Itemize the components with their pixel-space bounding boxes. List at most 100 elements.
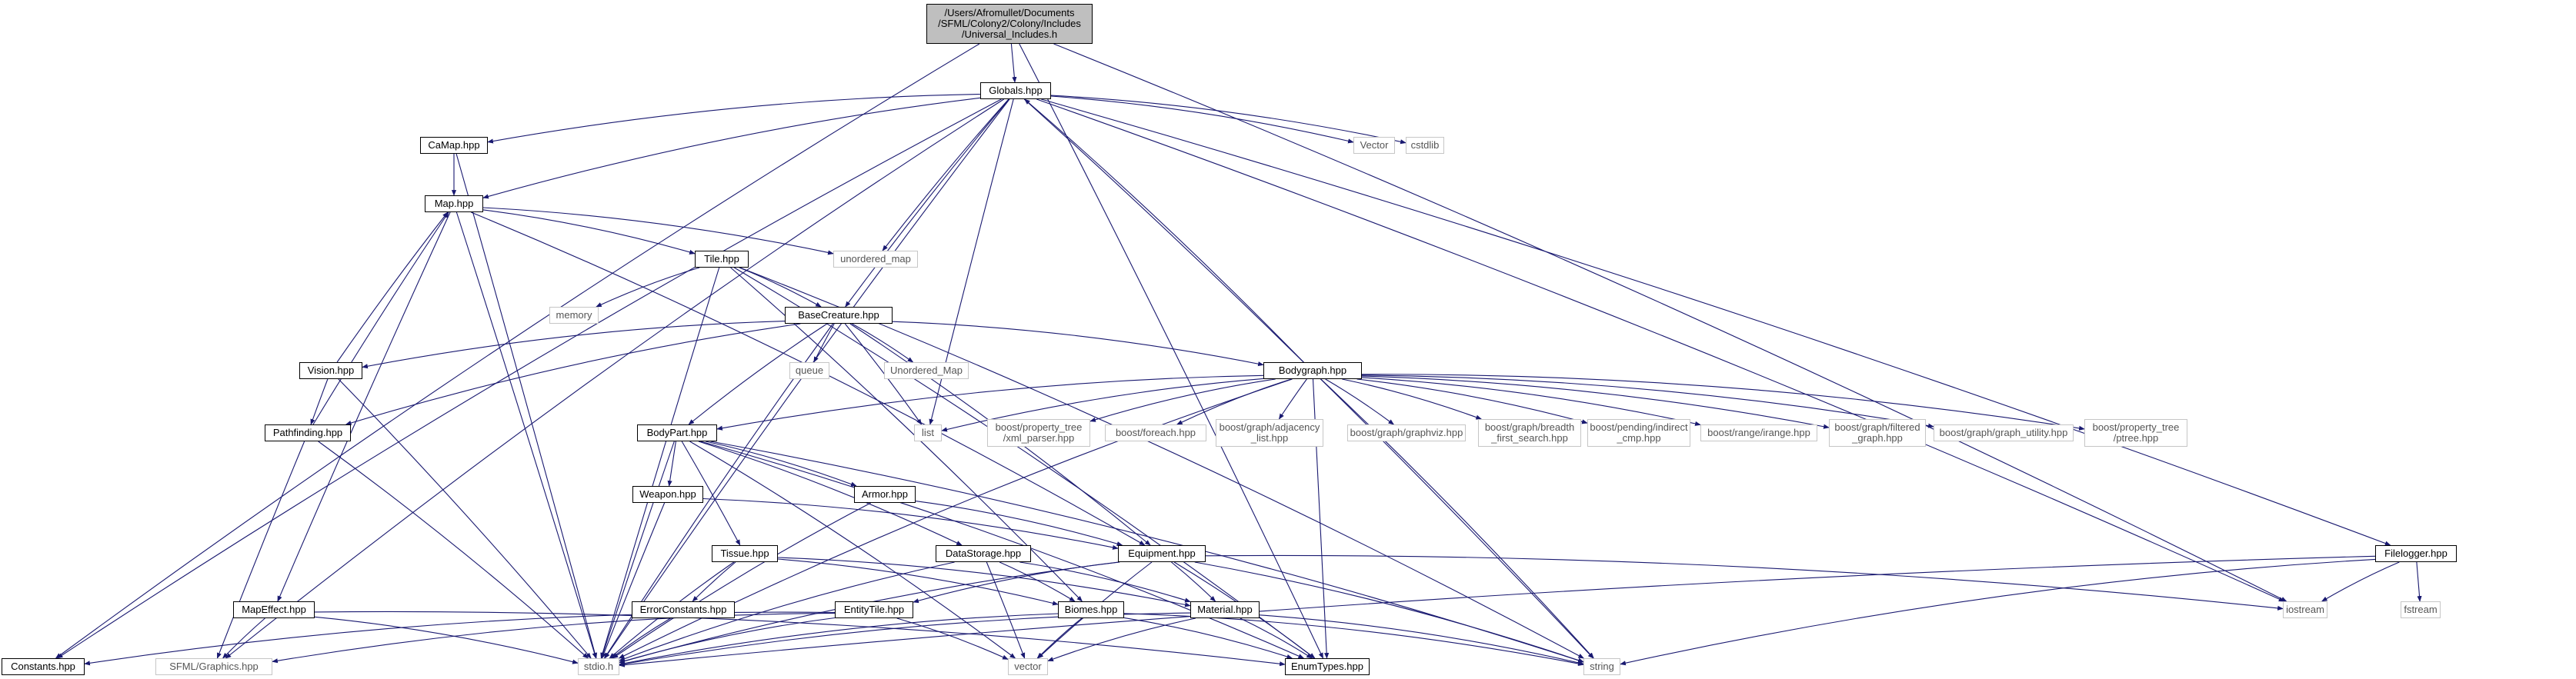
edge-bodygraph-to-indirect [1356, 378, 1588, 424]
edge-globals-to-iostream [1036, 98, 2285, 602]
node-graphviz[interactable]: boost/graph/graphviz.hpp [1347, 424, 1466, 441]
node-foreach[interactable]: boost/foreach.hpp [1105, 424, 1206, 441]
node-bfs[interactable]: boost/graph/breadth_first_search.hpp [1478, 419, 1581, 447]
node-root[interactable]: /Users/Afromullet/Documents/SFML/Colony2… [926, 4, 1093, 44]
edge-datastorage-to-stdio [619, 561, 955, 661]
node-label: boost/property_tree [995, 421, 1083, 433]
edge-entitytile-to-vector [896, 617, 1009, 660]
node-enumtypes[interactable]: EnumTypes.hpp [1285, 658, 1370, 675]
edge-globals-to-vector_cap [1050, 95, 1354, 144]
edge-pathfinding-to-stdio [318, 441, 589, 659]
node-label: boost/graph/filtered [1834, 421, 1920, 433]
edge-globals-to-cstdlib [1050, 95, 1406, 145]
node-tile[interactable]: Tile.hpp [695, 251, 749, 268]
edge-tissue-to-biomes [777, 558, 1059, 606]
node-label: /Users/Afromullet/Documents [944, 7, 1075, 18]
edge-globals-to-constants [56, 98, 1002, 659]
node-label: BaseCreature.hpp [798, 309, 879, 321]
node-label: Tile.hpp [704, 253, 739, 265]
edge-globals-to-basecreature [845, 98, 1009, 308]
edge-root-to-iostream [1053, 43, 2287, 602]
edge-material-to-enumtypes [1240, 617, 1313, 659]
node-label: ErrorConstants.hpp [639, 604, 727, 615]
node-adjlist[interactable]: boost/graph/adjacency_list.hpp [1216, 419, 1323, 447]
node-label: Constants.hpp [11, 661, 75, 672]
node-vector[interactable]: vector [1008, 658, 1048, 675]
node-mapeffect[interactable]: MapEffect.hpp [233, 601, 315, 618]
node-vector-cap[interactable]: Vector [1353, 137, 1395, 154]
node-label: /Universal_Includes.h [961, 28, 1058, 40]
edge-armor-to-stdio [612, 502, 871, 659]
edge-filelogger-to-stdio [619, 555, 2376, 667]
edge-bodypart-to-armor [705, 441, 857, 487]
node-unordered-map[interactable]: unordered_map [833, 251, 918, 268]
node-unordered-map-cap[interactable]: Unordered_Map [884, 362, 969, 379]
node-stdio[interactable]: stdio.h [578, 658, 619, 675]
node-vision[interactable]: Vision.hpp [299, 362, 362, 379]
node-label: Vector [1360, 139, 1389, 151]
node-label: /ptree.hpp [2113, 432, 2159, 444]
edge-bodypart-to-tissue [681, 441, 741, 546]
node-label: boost/property_tree [2092, 421, 2180, 433]
node-label: DataStorage.hpp [945, 548, 1022, 559]
node-tissue[interactable]: Tissue.hpp [712, 545, 778, 562]
node-memory[interactable]: memory [549, 307, 599, 324]
node-ptree-xml[interactable]: boost/property_tree/xml_parser.hpp [987, 419, 1090, 447]
edge-map-to-tile [482, 209, 696, 255]
edge-vision-to-pathfinding [310, 378, 329, 425]
node-list[interactable]: list [914, 424, 942, 441]
node-constants[interactable]: Constants.hpp [2, 658, 85, 675]
node-basecreature[interactable]: BaseCreature.hpp [785, 307, 893, 324]
node-indirect[interactable]: boost/pending/indirect_cmp.hpp [1587, 419, 1690, 447]
node-irange[interactable]: boost/range/irange.hpp [1700, 424, 1817, 441]
node-graph-utility[interactable]: boost/graph/graph_utility.hpp [1934, 424, 2074, 441]
node-label: cstdlib [1410, 139, 1440, 151]
node-camap[interactable]: CaMap.hpp [420, 137, 488, 154]
edge-weapon-to-equipment [702, 498, 1119, 550]
node-filtered[interactable]: boost/graph/filtered_graph.hpp [1829, 419, 1926, 447]
node-datastorage[interactable]: DataStorage.hpp [936, 545, 1031, 562]
node-label: stdio.h [583, 661, 614, 672]
node-label: Armor.hpp [862, 488, 908, 500]
node-weapon[interactable]: Weapon.hpp [632, 486, 703, 503]
edge-root-to-constants [55, 43, 980, 659]
node-errorconstants[interactable]: ErrorConstants.hpp [632, 601, 735, 618]
edge-globals-to-sfml [225, 98, 1004, 659]
node-ptree[interactable]: boost/property_tree/ptree.hpp [2084, 419, 2187, 447]
edge-basecreature-to-list [844, 323, 923, 425]
node-fstream[interactable]: fstream [2401, 601, 2441, 618]
node-string[interactable]: string [1583, 658, 1620, 675]
edge-bodygraph-to-graph_utility [1361, 374, 1934, 428]
node-label: /SFML/Colony2/Colony/Includes [938, 18, 1081, 29]
node-filelogger[interactable]: Filelogger.hpp [2375, 545, 2457, 562]
edge-map-to-stdio [455, 211, 597, 659]
node-cstdlib[interactable]: cstdlib [1406, 137, 1444, 154]
node-armor[interactable]: Armor.hpp [854, 486, 916, 503]
node-bodygraph[interactable]: Bodygraph.hpp [1263, 362, 1362, 379]
node-label: memory [556, 309, 592, 321]
edge-root-to-enumtypes [1019, 43, 1324, 659]
node-map[interactable]: Map.hpp [425, 195, 483, 212]
node-label: MapEffect.hpp [242, 604, 306, 615]
node-pathfinding[interactable]: Pathfinding.hpp [265, 424, 351, 441]
node-entitytile[interactable]: EntityTile.hpp [835, 601, 913, 618]
node-label: boost/graph/adjacency [1219, 421, 1320, 433]
edge-basecreature-to-unordered_map_cap [852, 323, 914, 363]
node-iostream[interactable]: iostream [2283, 601, 2327, 618]
node-sfml[interactable]: SFML/Graphics.hpp [155, 658, 272, 675]
edge-basecreature-to-queue [813, 323, 835, 363]
edge-entitytile-to-stdio [619, 617, 836, 664]
node-label: Vision.hpp [307, 364, 355, 376]
node-label: boost/range/irange.hpp [1707, 427, 1810, 438]
node-biomes[interactable]: Biomes.hpp [1058, 601, 1124, 618]
node-material[interactable]: Material.hpp [1190, 601, 1260, 618]
edge-equipment-to-material [1171, 561, 1216, 602]
edge-basecreature-to-vision [362, 321, 786, 369]
node-equipment[interactable]: Equipment.hpp [1118, 545, 1206, 562]
edges [55, 43, 2422, 667]
node-bodypart[interactable]: BodyPart.hpp [637, 424, 717, 441]
edge-biomes-to-vector [1036, 617, 1083, 659]
node-queue[interactable]: queue [789, 362, 829, 379]
node-label: boost/graph/graph_utility.hpp [1939, 427, 2068, 438]
node-globals[interactable]: Globals.hpp [980, 82, 1051, 99]
